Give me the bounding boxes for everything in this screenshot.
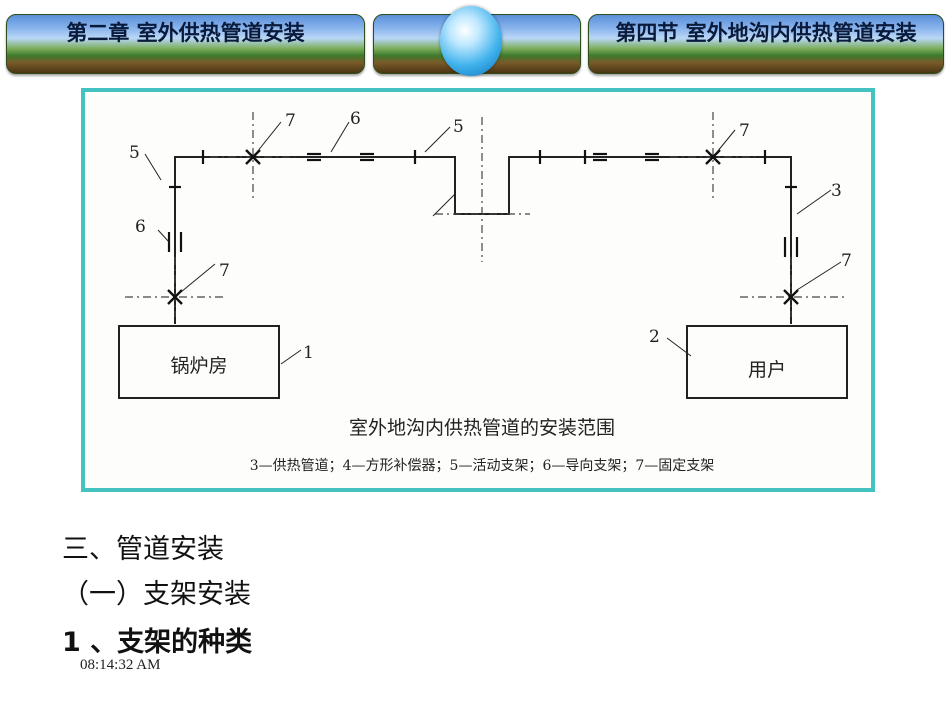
label-7c: 7 xyxy=(219,261,230,281)
chapter-title: 第二章 室外供热管道安装 xyxy=(66,21,305,45)
heating-pipe xyxy=(174,156,792,324)
heading-pipe-installation: 三、管道安装 xyxy=(62,534,224,565)
leader-lines xyxy=(144,121,842,365)
section-banner: 第四节 室外地沟内供热管道安装 xyxy=(588,14,944,74)
globe-icon xyxy=(440,6,502,76)
subheading-support-installation: （一）支架安装 xyxy=(62,579,251,610)
boiler-room-box xyxy=(118,325,280,399)
number-labels: 5 7 6 5 7 3 6 7 7 1 2 xyxy=(129,109,852,363)
label-7a: 7 xyxy=(285,111,296,131)
label-5a: 5 xyxy=(129,143,140,163)
label-1: 1 xyxy=(303,343,314,363)
fixed-support-marks xyxy=(167,149,799,305)
diagram-legend: 3—供热管道；4—方形补偿器；5—活动支架；6—导向支架；7—固定支架 xyxy=(250,458,715,474)
item-support-types: 1 、支架的种类 xyxy=(62,627,253,658)
diagram-drawing: 5 7 6 5 7 3 6 7 7 1 2 锅炉房 用户 室外地沟内供热管道的安… xyxy=(118,109,852,474)
support-ticks xyxy=(167,150,799,257)
boiler-room-label: 锅炉房 xyxy=(170,355,227,377)
label-5b: 5 xyxy=(453,117,464,137)
label-3: 3 xyxy=(831,181,842,201)
chapter-banner: 第二章 室外供热管道安装 xyxy=(6,14,365,74)
centerlines xyxy=(125,112,845,317)
label-6b: 6 xyxy=(135,217,146,237)
user-box xyxy=(686,325,848,399)
label-2: 2 xyxy=(649,327,660,347)
diagram-caption: 室外地沟内供热管道的安装范围 xyxy=(349,417,615,439)
label-6a: 6 xyxy=(350,109,361,129)
label-7b: 7 xyxy=(739,121,750,141)
user-label: 用户 xyxy=(748,359,786,381)
label-7d: 7 xyxy=(841,251,852,271)
timestamp: 08:14:32 AM xyxy=(80,657,161,673)
pipe-installation-diagram: 5 7 6 5 7 3 6 7 7 1 2 锅炉房 用户 室外地沟内供热管道的安… xyxy=(81,88,875,492)
section-title: 第四节 室外地沟内供热管道安装 xyxy=(615,21,917,45)
